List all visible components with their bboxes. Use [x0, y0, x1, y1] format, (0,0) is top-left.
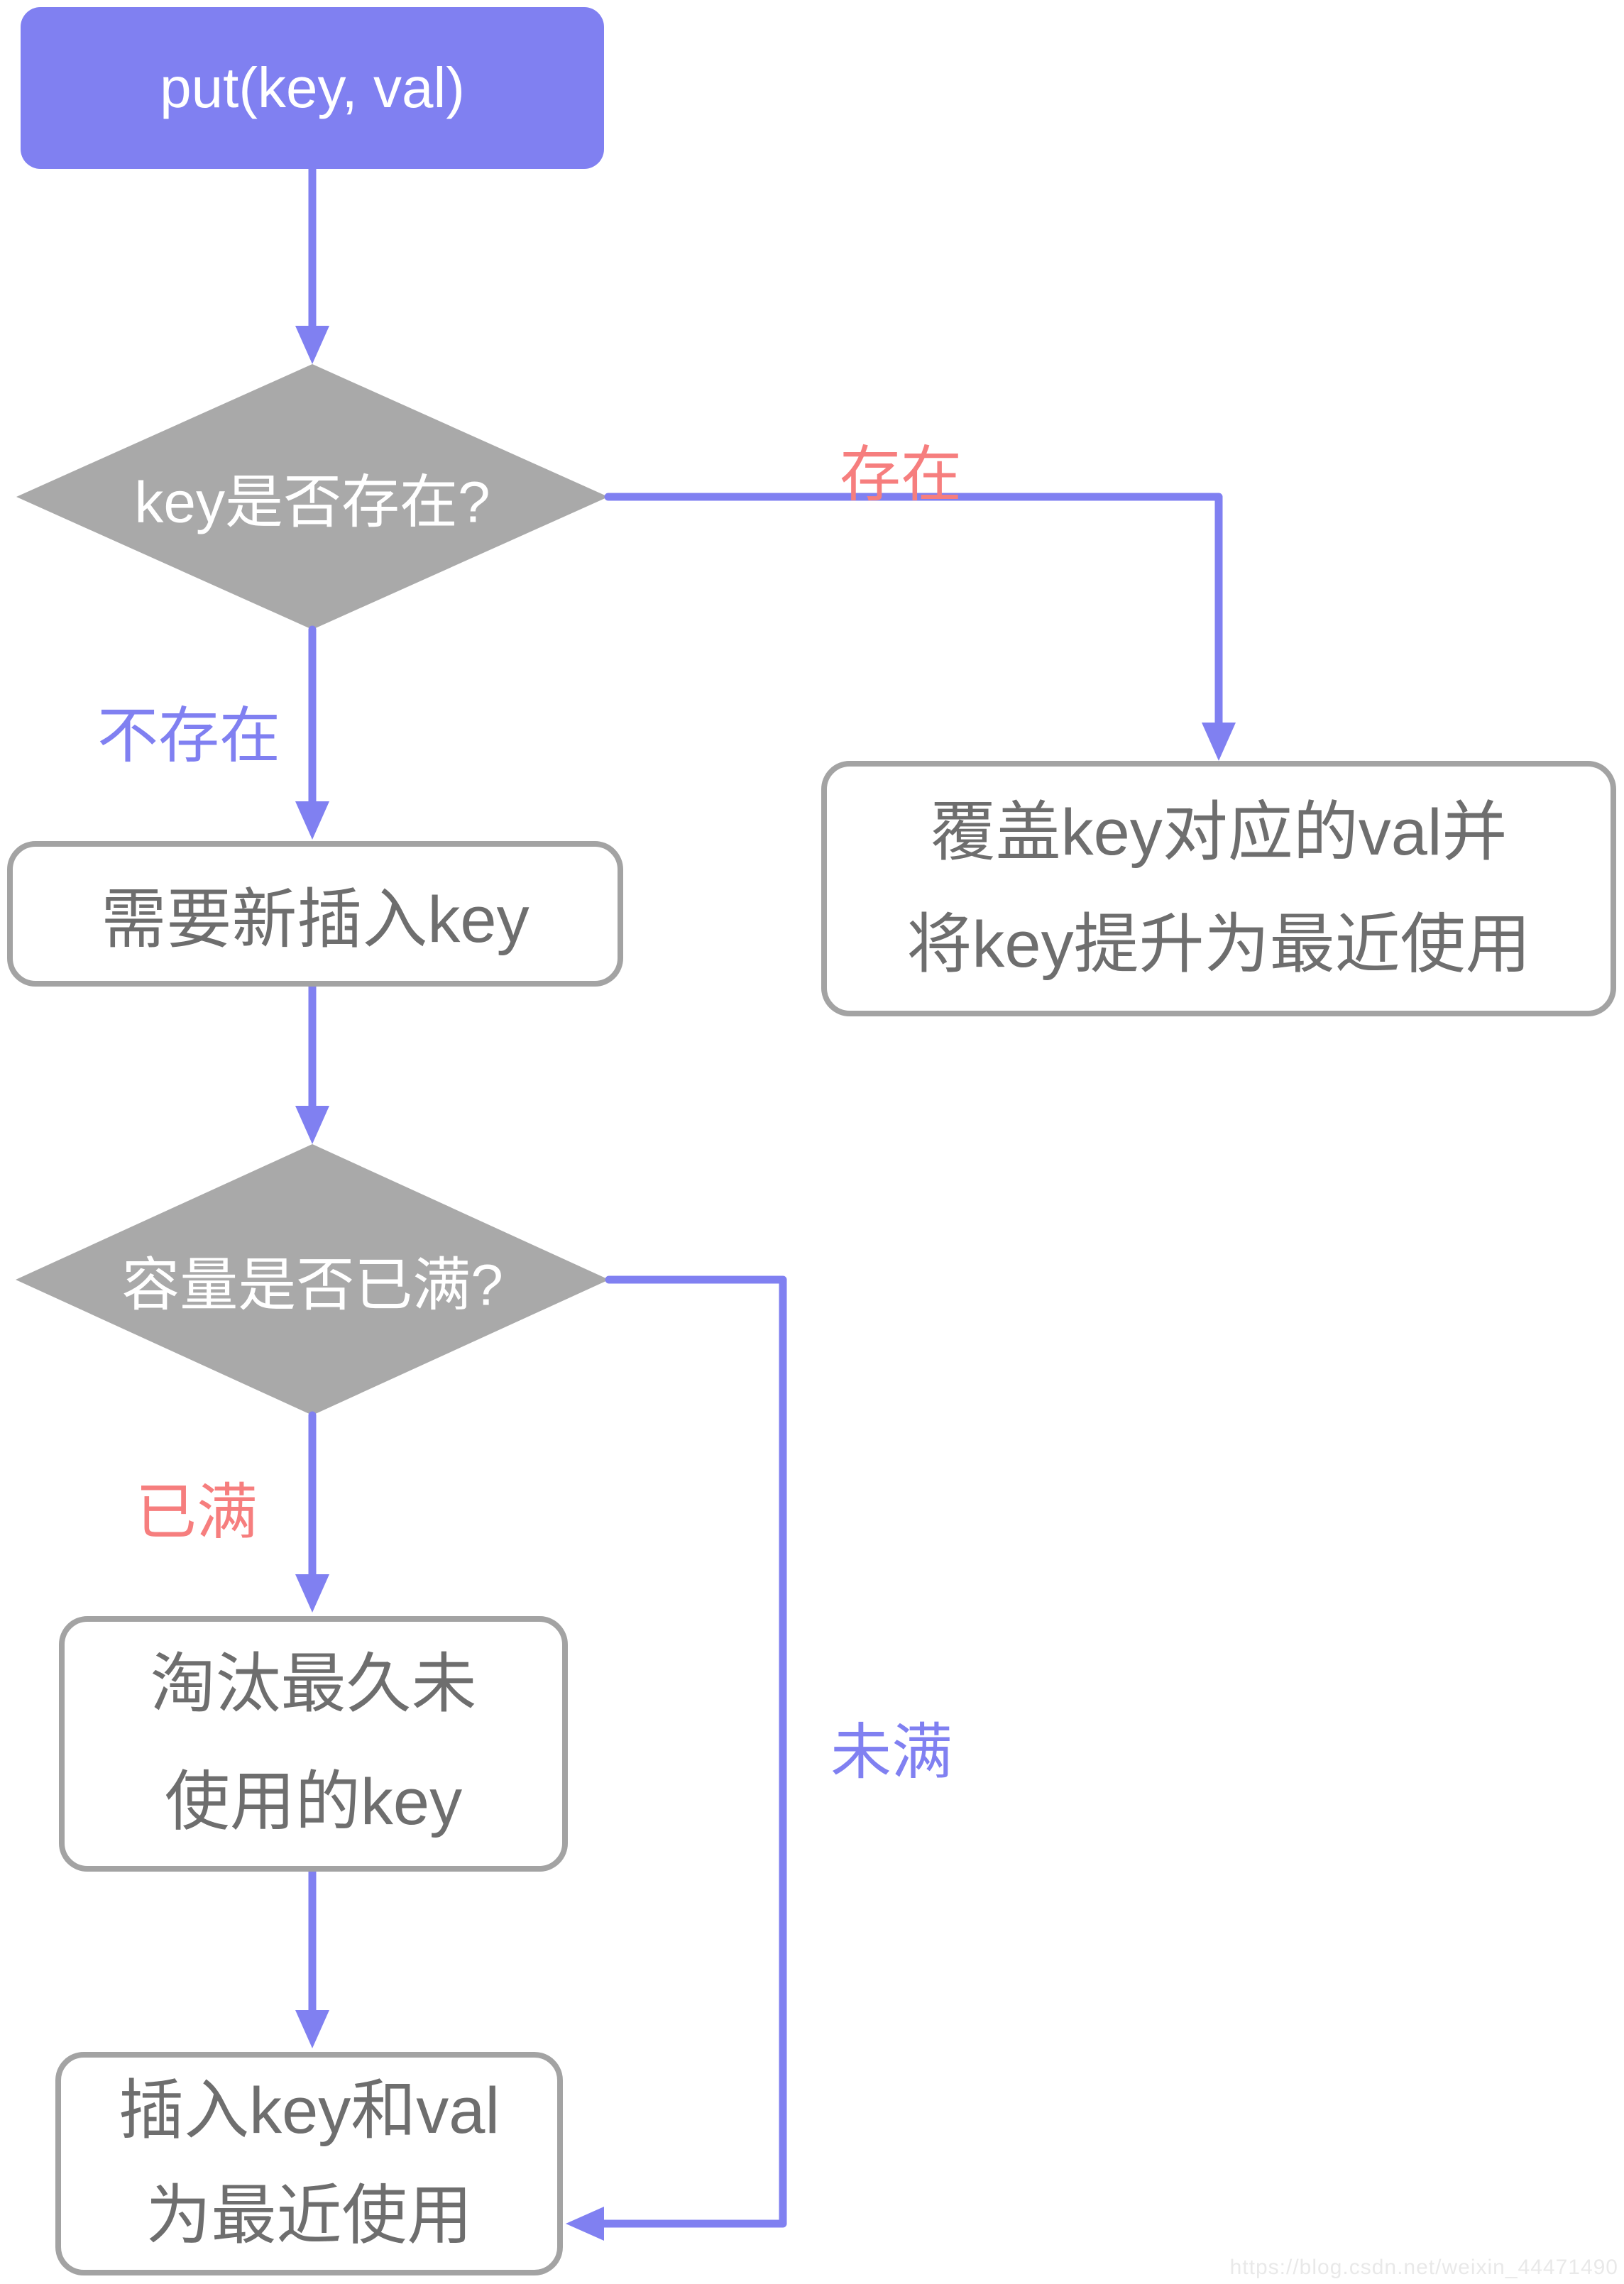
csdn-watermark: https://blog.csdn.net/weixin_44471490 — [1229, 2256, 1618, 2279]
decision-key-exists-label: key是否存在? — [134, 470, 490, 535]
branch-label-not-exists: 不存在 — [97, 702, 280, 770]
edge-exists-to-overwrite — [604, 493, 1236, 761]
branch-label-exists: 存在 — [840, 441, 962, 509]
process-overwrite-line2: 将key提升为最近使用 — [906, 908, 1531, 981]
process-new-insert-node: 需要新插入key — [7, 841, 623, 987]
decision-capacity-full-shape — [16, 1144, 609, 1415]
decision-key-exists-shape — [16, 364, 608, 630]
decision-capacity-full-label: 容量是否已满? — [121, 1253, 503, 1318]
process-overwrite-node: 覆盖key对应的val并 将key提升为最近使用 — [821, 761, 1616, 1016]
process-insert-line2: 为最近使用 — [146, 2179, 473, 2252]
process-new-insert-label: 需要新插入key — [101, 884, 530, 956]
process-insert-node: 插入key和val 为最近使用 — [55, 2052, 563, 2275]
process-evict-line2: 使用的key — [164, 1766, 463, 1838]
start-node-put: put(key, val) — [21, 7, 604, 169]
branch-label-full: 已满 — [136, 1478, 258, 1547]
process-insert-line1: 插入key和val — [119, 2075, 500, 2148]
edge-not-full-to-insert — [566, 1275, 787, 2241]
branch-label-not-full: 未满 — [830, 1718, 953, 1786]
start-node-label: put(key, val) — [160, 56, 465, 119]
process-evict-line1: 淘汰最久未 — [150, 1648, 477, 1721]
process-evict-node: 淘汰最久未 使用的key — [59, 1616, 568, 1872]
process-overwrite-line1: 覆盖key对应的val并 — [930, 796, 1508, 869]
